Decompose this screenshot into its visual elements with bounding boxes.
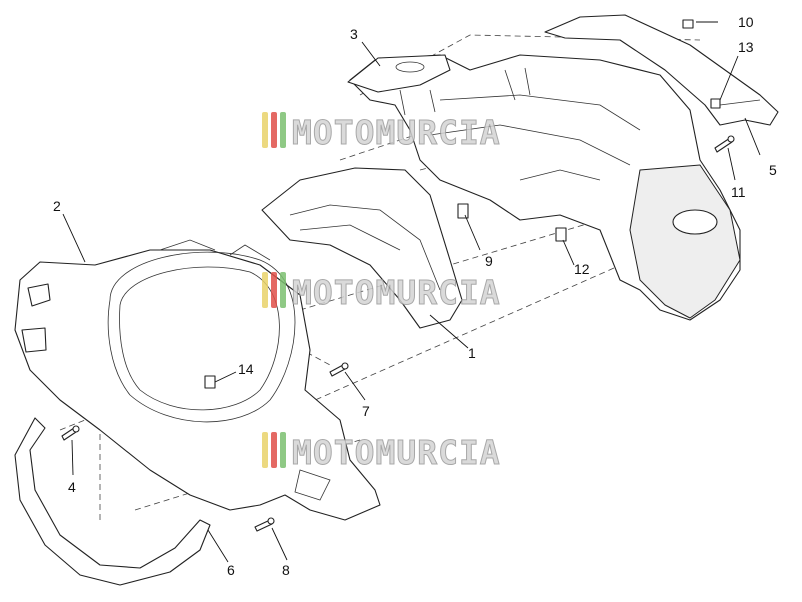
callout-9: 9 — [485, 253, 493, 269]
watermark-text: MOTOMURCIA — [292, 433, 501, 472]
screw-icon — [329, 362, 349, 377]
rear-handlebar-cover — [347, 54, 741, 321]
front-headlamp-housing — [14, 239, 381, 521]
lower-trim-strip — [14, 417, 211, 586]
callout-13: 13 — [738, 39, 754, 55]
screw-icon — [61, 425, 80, 441]
callout-8: 8 — [282, 562, 290, 578]
screw-icon — [254, 517, 275, 532]
callout-11: 11 — [731, 184, 746, 200]
callout-12: 12 — [574, 261, 590, 277]
callout-2: 2 — [53, 198, 61, 214]
callout-4: 4 — [68, 479, 76, 495]
callout-6: 6 — [227, 562, 235, 578]
clip-icon — [204, 375, 216, 389]
hardware — [61, 19, 735, 532]
callout-3: 3 — [350, 26, 358, 42]
clip-icon — [710, 98, 721, 109]
clip-icon — [555, 227, 567, 242]
callout-5: 5 — [769, 162, 777, 178]
screw-icon — [714, 135, 735, 153]
callout-labels: 3 2 10 13 5 11 9 12 1 7 4 6 8 14 — [53, 14, 777, 578]
callout-14: 14 — [238, 361, 254, 377]
clip-icon — [682, 19, 694, 29]
watermark-text: MOTOMURCIA — [292, 273, 501, 312]
watermark-text: MOTOMURCIA — [292, 113, 501, 152]
inner-shield — [261, 167, 463, 329]
callout-1: 1 — [468, 345, 476, 361]
callout-10: 10 — [738, 14, 754, 30]
callout-7: 7 — [362, 403, 370, 419]
clip-icon — [457, 203, 469, 219]
top-trim-strip — [544, 14, 779, 126]
leader-lines — [62, 21, 761, 563]
watermark: MOTOMURCIA MOTOMURCIA MOTOMURCIA — [262, 112, 501, 473]
